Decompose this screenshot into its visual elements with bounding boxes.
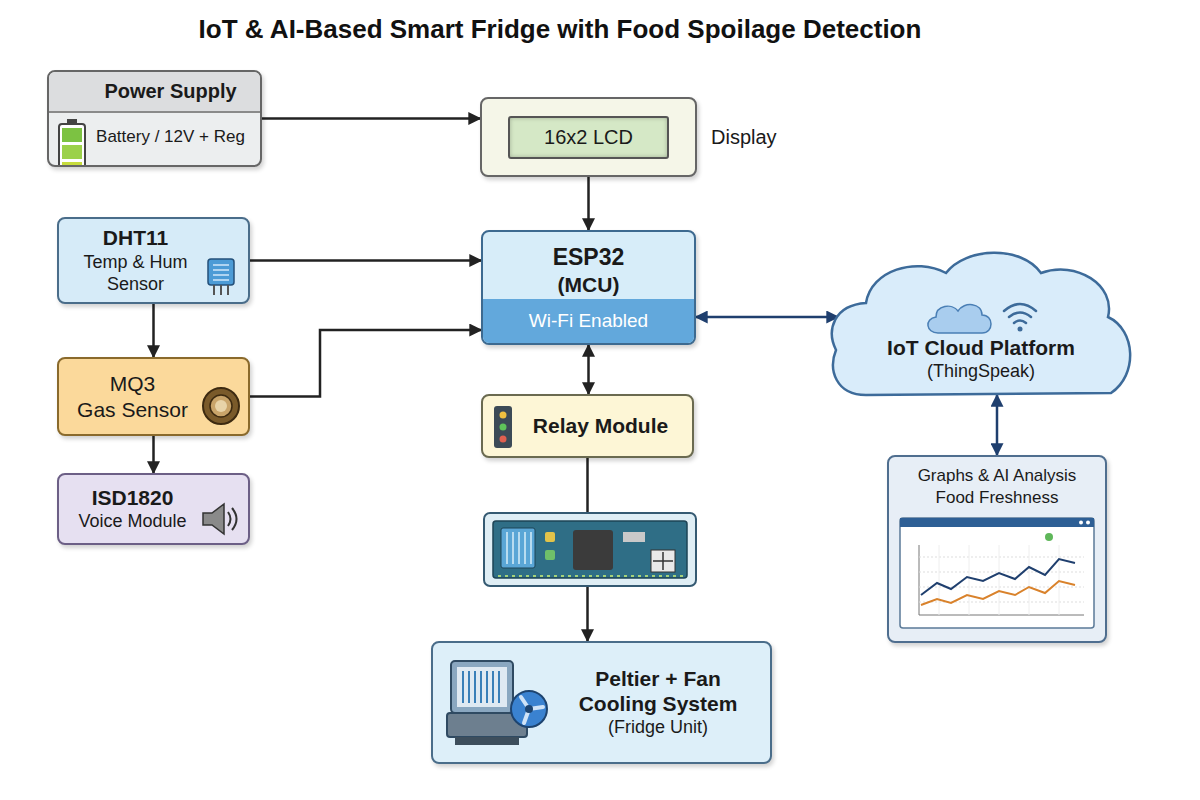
speaker-icon [200,501,240,541]
connector-arrow [587,345,590,394]
sensor-box: DHT11Temp & Hum Sensor [57,217,250,304]
connector-arrow [152,436,155,473]
node-title: Relay Module [533,413,668,438]
node-title: Peltier + Fan Cooling System [558,666,758,716]
diagram-title: IoT & AI-Based Smart Fridge with Food Sp… [0,14,1120,45]
dashboard-box: Graphs & AI Analysis Food Freshness [887,455,1107,643]
cooling-box: Peltier + Fan Cooling System(Fridge Unit… [431,641,772,764]
node-subtitle: Voice Module [78,510,186,533]
node-subtitle: Gas Sensor [77,397,188,422]
relay-box: Relay Module [481,394,694,458]
driver-board [483,512,697,587]
sensor-box: MQ3Gas Sensor [57,357,250,436]
connector-arrow [250,259,481,262]
battery-icon [57,118,87,167]
node-title: ESP32 [553,244,625,272]
relay-icon [493,405,513,453]
connector-arrow [250,330,481,397]
node-title: 16x2 LCD [508,116,669,159]
node-subtitle: Temp & Hum Sensor [73,251,198,296]
node-subtitle: Display [711,126,777,149]
display-box: 16x2 LCDDisplay [480,97,697,177]
connector-arrow [152,304,155,357]
node-subtitle: (Fridge Unit) [608,716,708,739]
node-subtitle: Battery / 12V + Reg [49,113,260,157]
node-title: ISD1820 [92,485,174,510]
node-subtitle: (MCU) [558,272,620,297]
gas-icon [200,385,242,431]
mcu-box: ESP32(MCU)Wi-Fi Enabled [481,230,696,345]
dht-icon [204,257,240,301]
node-title: DHT11 [103,225,168,250]
node-title: IoT Cloud Platform [887,335,1075,360]
voice-module-box: ISD1820Voice Module [57,473,250,545]
power-supply-box: Power SupplyBattery / 12V + Reg [47,70,262,167]
chart-thumbnail [899,517,1095,633]
peltier-icon [445,657,553,753]
node-title: Graphs & AI Analysis Food Freshness [897,465,1097,509]
connector-arrow [587,177,590,230]
node-subtitle: (ThingSpeak) [927,360,1035,383]
cloud-shape: IoT Cloud Platform(ThingSpeak) [826,245,1136,405]
node-subtitle: Wi-Fi Enabled [483,299,694,343]
connector-arrow [262,117,480,120]
connector-arrow [696,316,838,319]
node-title: Power Supply [49,72,260,113]
node-title: MQ3 [110,371,156,396]
connector-arrow [996,395,999,455]
